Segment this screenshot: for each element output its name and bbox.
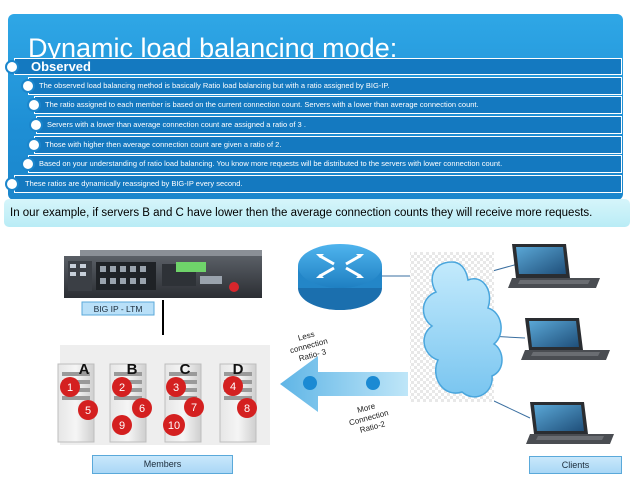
example-callout: In our example, if servers B and C have … [4, 199, 630, 227]
members-label: Members [92, 455, 233, 474]
less-label-line: Less [297, 330, 316, 343]
bullet-item: Based on your understanding of ratio loa… [28, 155, 622, 173]
laptop-icon [521, 318, 610, 360]
bullet-item: Servers with a lower than average connec… [36, 116, 622, 134]
request-badge: 9 [119, 420, 125, 432]
request-badge: 8 [244, 403, 250, 415]
request-badge: 5 [85, 405, 91, 417]
request-badge: 7 [191, 402, 197, 414]
laptop-icon [508, 244, 600, 288]
request-badge: 10 [168, 420, 180, 432]
bullet-dot [29, 118, 43, 132]
bullet-dot [21, 79, 35, 93]
server-letter-b: B [127, 361, 138, 378]
request-badge: 4 [230, 381, 236, 393]
request-badge: 6 [139, 403, 145, 415]
section-label: Observed [14, 58, 622, 75]
device-label: BIG IP - LTM [94, 304, 143, 314]
arrow-left-icon [280, 356, 408, 412]
bullet-item: Those with higher then average connectio… [34, 136, 622, 154]
laptop-icon [526, 402, 614, 444]
clients-label: Clients [529, 456, 622, 474]
bullet-dot [5, 60, 19, 74]
bullet-dot [27, 138, 41, 152]
server-letter-a: A [79, 361, 90, 378]
request-badge: 1 [67, 382, 73, 394]
request-badge: 3 [173, 382, 179, 394]
bullet-dot [27, 98, 41, 112]
request-badge: 2 [119, 382, 125, 394]
bullet-dot [5, 177, 19, 191]
bullet-item: These ratios are dynamically reassigned … [14, 175, 622, 193]
router-icon [298, 244, 382, 310]
cloud-icon [422, 261, 503, 398]
bullet-dot [21, 157, 35, 171]
svg-text:Less connection Ratio-: Less connection Ratio- 3 [286, 326, 333, 365]
f5-logo-icon [229, 282, 239, 292]
svg-text:More Connection Ratio-: More Connection Ratio-2 [345, 398, 394, 437]
server-letter-c: C [180, 361, 191, 378]
server-letter-d: D [233, 361, 244, 378]
load-balancer-icon [64, 250, 262, 298]
